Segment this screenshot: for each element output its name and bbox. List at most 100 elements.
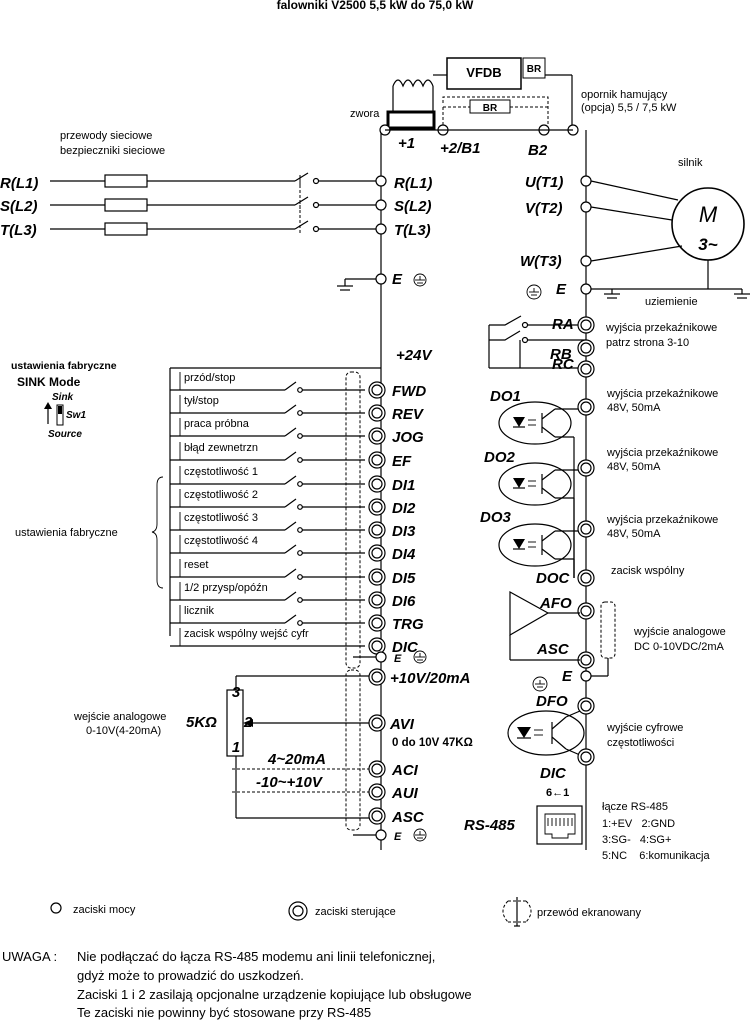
mains-phase-row	[50, 172, 387, 188]
rs485-label: RS-485	[464, 817, 516, 834]
terminal-rev: REV	[392, 406, 425, 423]
shielded-cable-icon	[502, 897, 532, 927]
terminal-trg: TRG	[392, 616, 424, 633]
input-function-label: licznik	[184, 605, 214, 617]
v-label: -10~+10V	[256, 774, 324, 791]
note-line-4: Te zaciski nie powinny być stosowane prz…	[77, 1005, 372, 1020]
do1-desc-1: wyjścia przekaźnikowe	[606, 388, 718, 400]
input-function-label: częstotliwość 3	[184, 512, 258, 524]
terminal-aui: AUI	[391, 785, 419, 802]
mains-phase-row	[50, 196, 387, 212]
dc-reactor-coil	[392, 79, 434, 88]
braking-section: VFDB BR zwora BR +1 +2/B1 B2 opornik ham…	[350, 57, 677, 159]
do3-label: DO3	[480, 509, 512, 526]
mains-in-t: T(L3)	[0, 222, 37, 239]
analog-out-e: E	[562, 668, 573, 685]
input-function-label: praca próbna	[184, 418, 250, 430]
motor-section: silnik M 3~ U(T1) V(T2) W(T3) E uziemien…	[520, 157, 750, 308]
mains-label-2: bezpieczniki sieciowe	[60, 145, 165, 157]
optocoupler-icon	[498, 459, 595, 578]
amplifier-icon	[509, 590, 550, 637]
input-function-label: częstotliwość 1	[184, 466, 258, 478]
motor-e-label: E	[556, 281, 567, 298]
do2-desc-2: 48V, 50mA	[607, 461, 661, 473]
terminal-rb: RB	[550, 346, 572, 363]
input-function-label: częstotliwość 4	[184, 535, 258, 547]
silnik-label: silnik	[678, 157, 703, 169]
terminal-avi: AVI	[389, 716, 415, 733]
analog-in-e: E	[394, 831, 402, 843]
legend: zaciski mocy zaciski sterujące przewód e…	[50, 897, 641, 927]
input-function-label: 1/2 przysp/opóźn	[184, 582, 268, 594]
analog-out-desc-1: wyjście analogowe	[633, 626, 726, 638]
do1-label: DO1	[490, 388, 521, 405]
analog-in-desc-1: wejście analogowe	[73, 711, 166, 723]
pulse-out-desc-1: wyjście cyfrowe	[606, 722, 683, 734]
motor-phase: 3~	[698, 235, 717, 254]
sink-label: Sink	[52, 392, 74, 403]
pulse-output: DFO DIC wyjście cyfrowe częstotliwości	[536, 693, 683, 782]
pot-pin-3: 3	[232, 684, 241, 701]
power-terminal-icon	[50, 902, 62, 914]
fuse-icon	[104, 174, 148, 188]
terminal-dic: DIC	[392, 639, 419, 656]
optocoupler-icon	[498, 398, 595, 578]
pulse-optocoupler-icon	[507, 710, 585, 756]
brace	[151, 476, 164, 589]
fuse-icon	[104, 222, 148, 236]
legend-power: zaciski mocy	[73, 904, 136, 916]
relay-desc-2: patrz strona 3-10	[606, 337, 689, 349]
terminal-dic-out: DIC	[540, 765, 567, 782]
opornik-line-1: opornik hamujący	[581, 89, 668, 101]
terminal-asc-out: ASC	[536, 641, 570, 658]
terminal-fwd: FWD	[392, 383, 426, 400]
avi-range: 0 do 10V 47KΩ	[392, 737, 473, 749]
digital-outputs: DO1 DO2 DO3 wyjścia przekaźnikowe 48V, 5…	[480, 316, 718, 766]
analog-output: AFO ASC wyjście analogowe DC 0-10VDC/2mA…	[509, 590, 726, 692]
relay-desc-1: wyjścia przekaźnikowe	[605, 322, 717, 334]
br-label-2: BR	[483, 103, 498, 114]
sink-factory: ustawienia fabryczne	[11, 360, 117, 372]
pot-pin-2: 2	[243, 714, 253, 731]
mains-in-s: S(L2)	[0, 198, 38, 215]
terminal-r: R(L1)	[394, 175, 432, 192]
do3-desc-2: 48V, 50mA	[607, 528, 661, 540]
terminal-ef: EF	[392, 453, 412, 470]
input-function-label: tył/stop	[184, 395, 219, 407]
do1-desc-2: 48V, 50mA	[607, 402, 661, 414]
optocoupler-icon	[498, 520, 595, 578]
do2-label: DO2	[484, 449, 516, 466]
pot-value: 5KΩ	[186, 714, 217, 731]
terminal-di2: DI2	[392, 500, 416, 517]
terminal-plus10v: +10V/20mA	[390, 670, 470, 687]
diagram-title: falowniki V2500 5,5 kW do 75,0 kW	[277, 0, 474, 12]
terminal-plus1: +1	[398, 135, 415, 152]
inputs-e: E	[394, 653, 402, 665]
motor-m: M	[699, 202, 718, 227]
vfdb-box	[446, 57, 522, 90]
terminal-di3: DI3	[392, 523, 416, 540]
mains-in-r: R(L1)	[0, 175, 38, 192]
terminal-asc-in: ASC	[391, 809, 425, 826]
pulse-out-desc-2: częstotliwości	[607, 737, 674, 749]
legend-shield: przewód ekranowany	[537, 907, 641, 919]
rs485-title: łącze RS-485	[602, 801, 668, 813]
note-line-2: gdyż może to prowadzić do uszkodzeń.	[77, 968, 304, 983]
br-label-1: BR	[527, 64, 542, 75]
terminal-b2: B2	[528, 142, 548, 159]
vfdb-label: VFDB	[466, 65, 501, 80]
digital-input-row: częstotliwość 3 DI3	[170, 512, 416, 540]
terminal-s: S(L2)	[394, 198, 432, 215]
input-function-label: przód/stop	[184, 372, 235, 384]
plus24-label: +24V	[396, 347, 433, 364]
analog-inputs: 3 2 1 5KΩ wejście analogowe 0-10V(4-20mA…	[73, 668, 473, 843]
terminal-di6: DI6	[392, 593, 416, 610]
